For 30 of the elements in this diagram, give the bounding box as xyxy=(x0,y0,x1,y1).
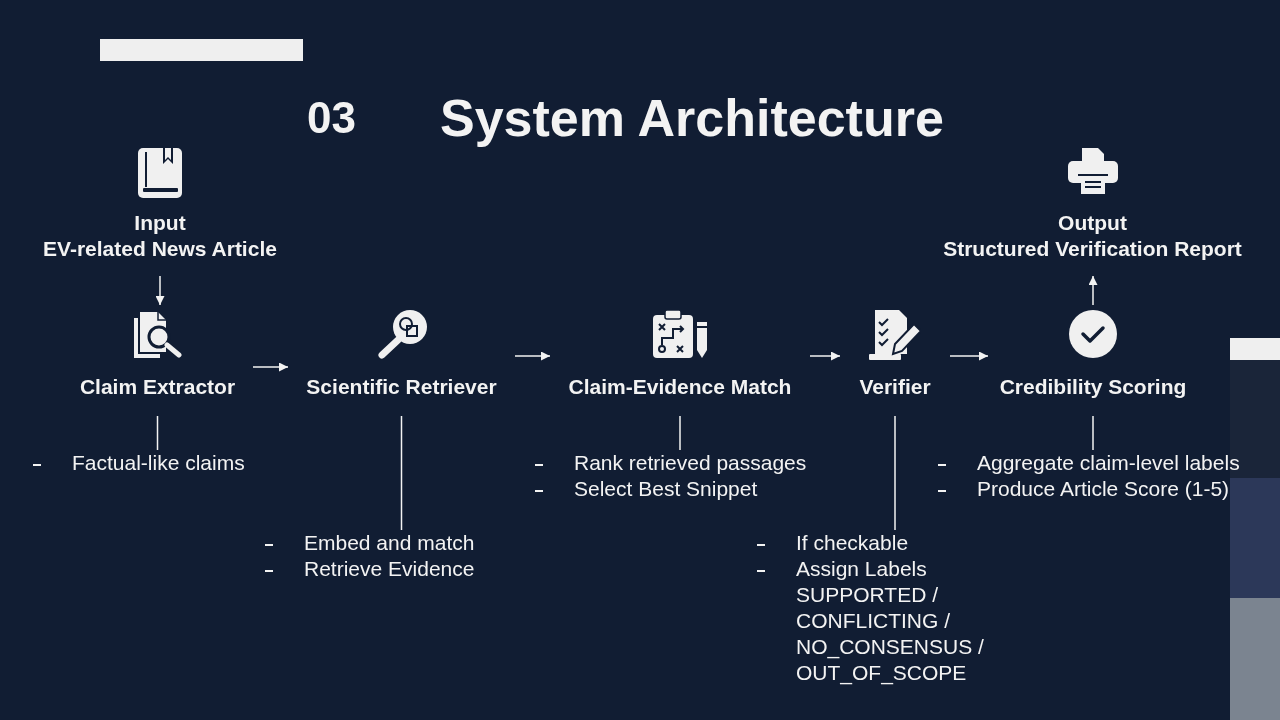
bullet-text: Select Best Snippet xyxy=(574,476,758,502)
bullet-text: Aggregate claim-level labels xyxy=(977,450,1240,476)
io-heading: Output xyxy=(1058,210,1127,236)
bullet-text: Rank retrieved passages xyxy=(574,450,807,476)
stage-label: Scientific Retriever xyxy=(306,374,497,400)
connector-line xyxy=(894,415,896,531)
connector-line xyxy=(156,415,159,451)
arrow xyxy=(1088,275,1098,306)
io-label: EV-related News Article xyxy=(43,236,277,262)
bullet-text: Embed and match xyxy=(304,530,475,556)
io-heading: Input xyxy=(134,210,186,236)
connector-line xyxy=(400,415,403,531)
section-number: 03 xyxy=(307,96,356,140)
bullet-text: Factual-like claims xyxy=(72,450,245,476)
bullet-text: Produce Article Score (1-5) xyxy=(977,476,1230,502)
arrow xyxy=(252,362,289,372)
arrow xyxy=(949,351,989,361)
arrow xyxy=(155,275,165,306)
bullet-text: Retrieve Evidence xyxy=(304,556,475,582)
bullet-text: Assign Labels SUPPORTED / CONFLICTING / NO_CONSENSUS / OUT_OF_SCOPE xyxy=(796,556,985,686)
io-label: Structured Verification Report xyxy=(943,236,1242,262)
connector-line xyxy=(1092,415,1094,451)
stage-label: Credibility Scoring xyxy=(999,374,1187,400)
stage-label: Verifier xyxy=(859,374,931,400)
connector-line xyxy=(679,415,681,451)
arrow xyxy=(809,351,841,361)
bullet-text: If checkable xyxy=(796,530,910,556)
arrow xyxy=(514,351,551,361)
stage-label: Claim-Evidence Match xyxy=(568,374,792,400)
stage-label: Claim Extractor xyxy=(79,374,236,400)
